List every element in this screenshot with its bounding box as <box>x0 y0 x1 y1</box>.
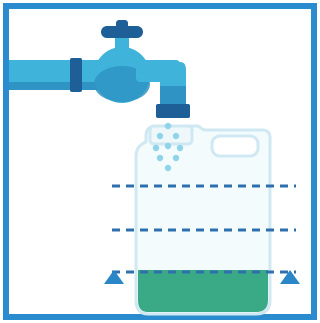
pipe-joint <box>70 58 82 92</box>
droplet <box>165 123 171 129</box>
droplet <box>157 155 163 161</box>
canister-liquid <box>138 270 268 312</box>
canister-neck <box>150 126 192 144</box>
droplet <box>157 133 163 139</box>
spout-shadow <box>160 86 186 106</box>
faucet-handle-cap <box>116 20 128 30</box>
droplet <box>173 133 179 139</box>
faucet-stem <box>115 36 129 62</box>
faucet-icon <box>9 20 190 118</box>
marker-left <box>104 270 124 284</box>
droplet <box>165 165 171 171</box>
droplet <box>153 145 159 151</box>
canister-icon <box>136 126 270 314</box>
droplet <box>165 143 171 149</box>
canister-handle-hole <box>212 136 258 156</box>
droplet <box>173 155 179 161</box>
droplet <box>177 145 183 151</box>
spout-nozzle <box>156 104 190 118</box>
